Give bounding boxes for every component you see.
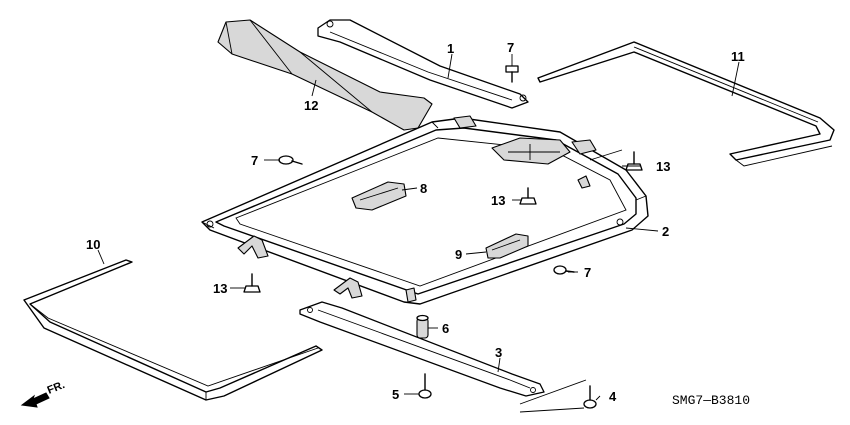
callout-13-center: 13 <box>491 193 505 208</box>
part-6-bushing <box>416 314 429 339</box>
callout-2: 2 <box>662 224 669 239</box>
diagram-code: SMG7—B3810 <box>672 393 750 408</box>
front-label: FR. <box>46 379 67 397</box>
bolt-4 <box>583 385 597 409</box>
part-10-seal-frame <box>23 259 323 401</box>
callout-5: 5 <box>392 387 399 402</box>
callout-13-right: 13 <box>656 159 670 174</box>
part-3-rear-rail <box>299 301 545 397</box>
bolt-5 <box>418 373 432 399</box>
part-2-main-frame <box>201 115 649 305</box>
callout-7-left: 7 <box>251 153 258 168</box>
part-1-front-rail <box>317 19 529 109</box>
bolt-13-left <box>243 273 261 293</box>
callout-3: 3 <box>495 345 502 360</box>
callout-7-top: 7 <box>507 40 514 55</box>
callout-labels: 1 2 3 4 5 6 7 7 7 8 9 10 11 12 13 13 13 <box>86 40 745 404</box>
callout-10: 10 <box>86 237 100 252</box>
front-arrow-icon: FR. <box>20 379 67 408</box>
part-8-bracket <box>351 181 407 211</box>
callout-13-left: 13 <box>213 281 227 296</box>
callout-8: 8 <box>420 181 427 196</box>
callout-12: 12 <box>304 98 318 113</box>
bolt-13-center <box>519 187 537 205</box>
bolt-7-top <box>505 65 519 83</box>
bolt-7-left <box>278 155 303 165</box>
callout-1: 1 <box>447 41 454 56</box>
part-11-seal-frame <box>537 41 835 167</box>
bolt-13-top-right <box>625 151 643 171</box>
callout-11: 11 <box>731 49 745 64</box>
part-9-bracket <box>485 233 529 259</box>
leader-lines <box>97 53 740 413</box>
bolt-7-right <box>553 265 575 275</box>
callout-7-right: 7 <box>584 265 591 280</box>
callout-9: 9 <box>455 247 462 262</box>
part-12-panel <box>217 19 433 131</box>
callout-4: 4 <box>609 389 617 404</box>
callout-6: 6 <box>442 321 449 336</box>
